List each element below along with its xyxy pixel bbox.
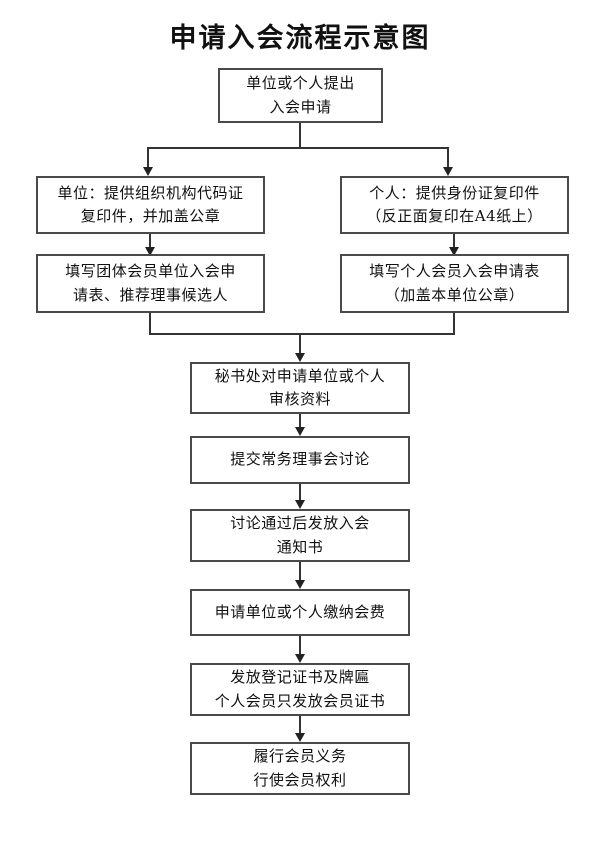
- arrowhead-to-submit: [295, 427, 305, 436]
- connector-submit-to-notice: [299, 484, 301, 503]
- node-notice-line-1: 讨论通过后发放入会: [230, 514, 370, 533]
- connector-split-bar-right: [299, 147, 448, 149]
- node-person-form-line-2: （加盖本单位公章）: [384, 285, 525, 304]
- node-fee-line-1: 申请单位或个人缴纳会费: [214, 602, 386, 621]
- node-duties-line-2: 行使会员权利: [253, 770, 347, 789]
- node-unit-docs-line-1: 单位：提供组织机构代码证: [57, 183, 244, 202]
- node-person-docs: 个人：提供身份证复印件 （反正面复印在A4纸上）: [340, 176, 569, 234]
- connector-notice-to-fee: [299, 562, 301, 583]
- node-start-line-1: 单位或个人提出: [246, 74, 355, 93]
- connector-fee-to-certificate: [299, 636, 301, 657]
- arrowhead-to-person-docs: [443, 167, 453, 176]
- node-person-docs-line-2: （反正面复印在A4纸上）: [366, 207, 543, 225]
- node-notice-line-2: 通知书: [276, 537, 324, 556]
- arrowhead-to-duties: [295, 733, 305, 742]
- node-review: 秘书处对申请单位或个人 审核资料: [190, 362, 410, 414]
- connector-unit-form-down: [149, 313, 151, 335]
- node-person-form-line-1: 填写个人会员入会申请表: [369, 262, 540, 281]
- node-unit-form: 填写团体会员单位入会申 请表、推荐理事候选人: [36, 254, 265, 313]
- connector-start-stem: [299, 123, 301, 149]
- node-review-line-2: 审核资料: [268, 390, 331, 408]
- page-title: 申请入会流程示意图: [169, 23, 431, 54]
- node-review-line-1: 秘书处对申请单位或个人: [214, 366, 386, 385]
- connector-merge-stem: [299, 333, 301, 356]
- connector-person-form-down: [453, 313, 455, 335]
- node-certificate-line-1: 发放登记证书及牌匾: [230, 668, 370, 687]
- connector-split-left-drop: [147, 147, 149, 170]
- arrowhead-to-notice: [295, 500, 305, 509]
- node-person-docs-line-1: 个人：提供身份证复印件: [369, 183, 540, 202]
- node-notice: 讨论通过后发放入会 通知书: [190, 509, 410, 562]
- node-duties: 履行会员义务 行使会员权利: [190, 742, 410, 795]
- node-unit-form-line-1: 填写团体会员单位入会申: [65, 262, 236, 281]
- connector-review-to-submit: [299, 414, 301, 430]
- node-submit: 提交常务理事会讨论: [190, 436, 410, 484]
- node-unit-form-line-2: 请表、推荐理事候选人: [72, 285, 228, 304]
- connector-person-docs-to-person-form: [453, 234, 455, 250]
- node-submit-line-1: 提交常务理事会讨论: [230, 450, 370, 469]
- connector-certificate-to-duties: [299, 716, 301, 736]
- node-unit-docs-line-2: 复印件，并加盖公章: [80, 207, 221, 225]
- node-certificate: 发放登记证书及牌匾 个人会员只发放会员证书: [190, 663, 410, 716]
- node-start-line-2: 入会申请: [269, 97, 332, 116]
- arrowhead-to-unit-form: [145, 247, 155, 256]
- connector-split-right-drop: [447, 147, 449, 170]
- arrowhead-to-person-form: [449, 247, 459, 256]
- arrowhead-to-unit-docs: [143, 167, 153, 176]
- arrowhead-to-review: [295, 353, 305, 362]
- node-unit-docs: 单位：提供组织机构代码证 复印件，并加盖公章: [36, 176, 265, 234]
- node-start: 单位或个人提出 入会申请: [218, 68, 383, 123]
- node-duties-line-1: 履行会员义务: [253, 747, 347, 766]
- node-person-form: 填写个人会员入会申请表 （加盖本单位公章）: [340, 254, 569, 313]
- arrowhead-to-fee: [295, 580, 305, 589]
- connector-split-bar: [147, 147, 301, 149]
- connector-unit-docs-to-unit-form: [149, 234, 151, 250]
- node-fee: 申请单位或个人缴纳会费: [190, 589, 410, 636]
- arrowhead-to-certificate: [295, 654, 305, 663]
- connector-merge-bar: [149, 333, 455, 335]
- node-certificate-line-2: 个人会员只发放会员证书: [214, 691, 386, 710]
